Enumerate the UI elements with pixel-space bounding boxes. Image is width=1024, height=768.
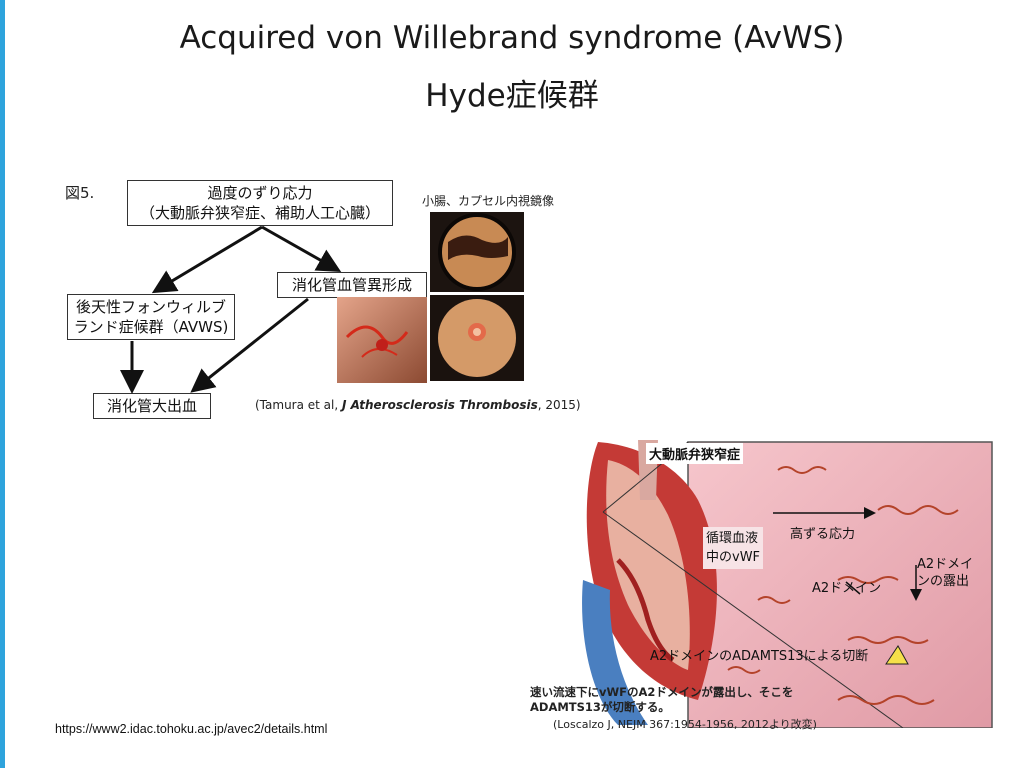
- heart-figure-caption-line2: ADAMTS13が切断する。: [530, 700, 670, 714]
- flow-box-gi-bleeding-label: 消化管大出血: [106, 397, 197, 415]
- endoscopy-photo-1: [430, 212, 524, 292]
- heart-figure-caption-line1: 速い流速下にvWFのA2ドメインが露出し、そこを: [530, 685, 794, 699]
- flow-box-shear-stress-line1: 過度のずり応力: [207, 184, 313, 202]
- label-aortic-stenosis: 大動脈弁狭窄症: [646, 443, 744, 464]
- flow-box-angiodysplasia-label: 消化管血管異形成: [291, 276, 412, 294]
- slide-subtitle: Hyde症候群: [425, 78, 599, 114]
- arrow-stress-to-angiodysplasia: [261, 225, 342, 272]
- heart-vwf-illustration: [582, 440, 993, 728]
- label-high-shear-stress: 高ずる応力: [790, 527, 856, 542]
- slide-accent-bar: [0, 0, 5, 768]
- label-a2-exposure-line2: ンの露出: [917, 574, 970, 589]
- label-a2-exposure: A2ドメイ ンの露出: [917, 556, 973, 590]
- label-circulating-vwf-line1: 循環血液: [706, 531, 759, 546]
- figure5-citation-prefix: (Tamura et al,: [255, 398, 342, 412]
- flow-box-shear-stress: 過度のずり応力 （大動脈弁狭窄症、補助人工心臓）: [127, 180, 393, 226]
- flow-box-gi-bleeding: 消化管大出血: [93, 393, 211, 419]
- flow-box-avws-line2: ランド症候群（AVWS): [73, 318, 229, 336]
- flow-box-avws: 後天性フォンウィルブ ランド症候群（AVWS): [67, 294, 235, 340]
- figure5-citation-journal: J Atherosclerosis Thrombosis: [342, 398, 538, 412]
- heart-figure-citation: (Loscalzo J, NEJM 367:1954-1956, 2012より改…: [553, 718, 817, 731]
- label-adamts13-cleavage: A2ドメインのADAMTS13による切断: [650, 649, 869, 664]
- flow-box-avws-line1: 後天性フォンウィルブ: [75, 298, 226, 316]
- label-circulating-vwf-line2: 中のvWF: [706, 550, 761, 565]
- label-circulating-vwf: 循環血液 中のvWF: [703, 527, 764, 569]
- heart-figure-caption: 速い流速下にvWFのA2ドメインが露出し、そこを ADAMTS13が切断する。: [530, 685, 793, 715]
- endoscopy-photo-2: [430, 295, 524, 381]
- label-a2-exposure-line1: A2ドメイ: [917, 557, 974, 572]
- slide-title: Acquired von Willebrand syndrome (AvWS): [179, 20, 845, 56]
- flow-box-angiodysplasia: 消化管血管異形成: [277, 272, 427, 298]
- figure-label: 図5.: [65, 184, 95, 202]
- source-url: https://www2.idac.tohoku.ac.jp/avec2/det…: [55, 722, 328, 736]
- gi-vessel-photo: [337, 297, 427, 383]
- label-a2-domain: A2ドメイン: [812, 581, 882, 596]
- photo-caption: 小腸、カプセル内視鏡像: [422, 194, 555, 208]
- figure5-citation-suffix: , 2015): [537, 398, 581, 412]
- arrow-stress-to-avws: [151, 225, 263, 294]
- figure5-citation: (Tamura et al, J Atherosclerosis Thrombo…: [255, 398, 581, 412]
- flow-box-shear-stress-line2: （大動脈弁狭窄症、補助人工心臓）: [139, 204, 380, 222]
